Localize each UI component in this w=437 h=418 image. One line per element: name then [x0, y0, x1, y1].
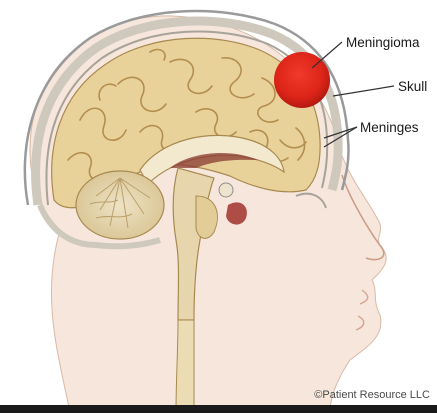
pituitary — [219, 183, 233, 197]
bottom-bar — [0, 405, 437, 413]
cerebellum — [76, 171, 164, 239]
meninges-label: Meninges — [360, 121, 419, 135]
skull-label: Skull — [398, 80, 427, 94]
spinal-cord — [176, 320, 194, 413]
meningioma-label: Meningioma — [346, 36, 420, 50]
skull-leader-line — [333, 86, 394, 96]
copyright-credit: ©Patient Resource LLC — [314, 390, 430, 401]
sphenoid-sinus — [226, 202, 247, 224]
